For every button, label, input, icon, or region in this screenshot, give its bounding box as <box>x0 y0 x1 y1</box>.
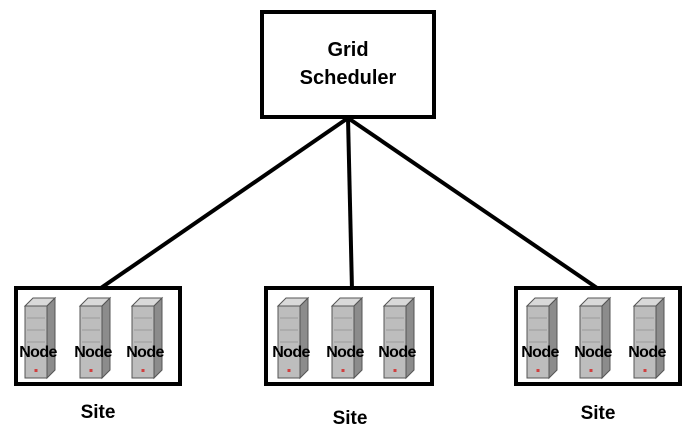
server-icon <box>23 296 57 380</box>
site-1: Node Node Node Site <box>14 286 182 423</box>
server-icon <box>78 296 112 380</box>
site-nodes: Node Node Node <box>521 296 667 380</box>
node-label: Node <box>74 344 112 361</box>
node-server: Node <box>272 296 311 380</box>
server-icon <box>130 296 164 380</box>
node-server: Node <box>378 296 417 380</box>
node-server: Node <box>126 296 165 380</box>
site-2: Node Node Node Site <box>264 286 434 424</box>
site-nodes: Node Node Node <box>272 296 417 380</box>
site-label: Site <box>581 403 616 424</box>
node-server: Node <box>19 296 58 380</box>
scheduler-label-line1: Grid <box>327 39 368 61</box>
server-icon <box>632 296 666 380</box>
node-server: Node <box>74 296 113 380</box>
grid-scheduler: Grid Scheduler <box>260 10 436 119</box>
node-server: Node <box>521 296 560 380</box>
scheduler-label-line2: Scheduler <box>300 67 397 89</box>
node-label: Node <box>628 344 666 361</box>
node-label: Node <box>521 344 559 361</box>
node-label: Node <box>378 344 416 361</box>
server-icon <box>525 296 559 380</box>
scheduler-box <box>260 10 436 119</box>
connector-site-3 <box>346 116 602 292</box>
node-label: Node <box>574 344 612 361</box>
site-nodes: Node Node Node <box>19 296 165 380</box>
node-server: Node <box>574 296 613 380</box>
site-label: Site <box>81 402 116 423</box>
server-icon <box>578 296 612 380</box>
server-icon <box>330 296 364 380</box>
node-label: Node <box>126 344 164 361</box>
site-label: Site <box>333 408 368 424</box>
node-label: Node <box>272 344 310 361</box>
node-label: Node <box>19 344 57 361</box>
node-server: Node <box>628 296 667 380</box>
connector-site-1 <box>96 116 350 292</box>
server-icon <box>276 296 310 380</box>
connector-site-2 <box>346 117 354 291</box>
server-icon <box>382 296 416 380</box>
node-label: Node <box>326 344 364 361</box>
site-3: Node Node Node Site <box>514 286 682 424</box>
connectors <box>96 116 602 292</box>
node-server: Node <box>326 296 365 380</box>
